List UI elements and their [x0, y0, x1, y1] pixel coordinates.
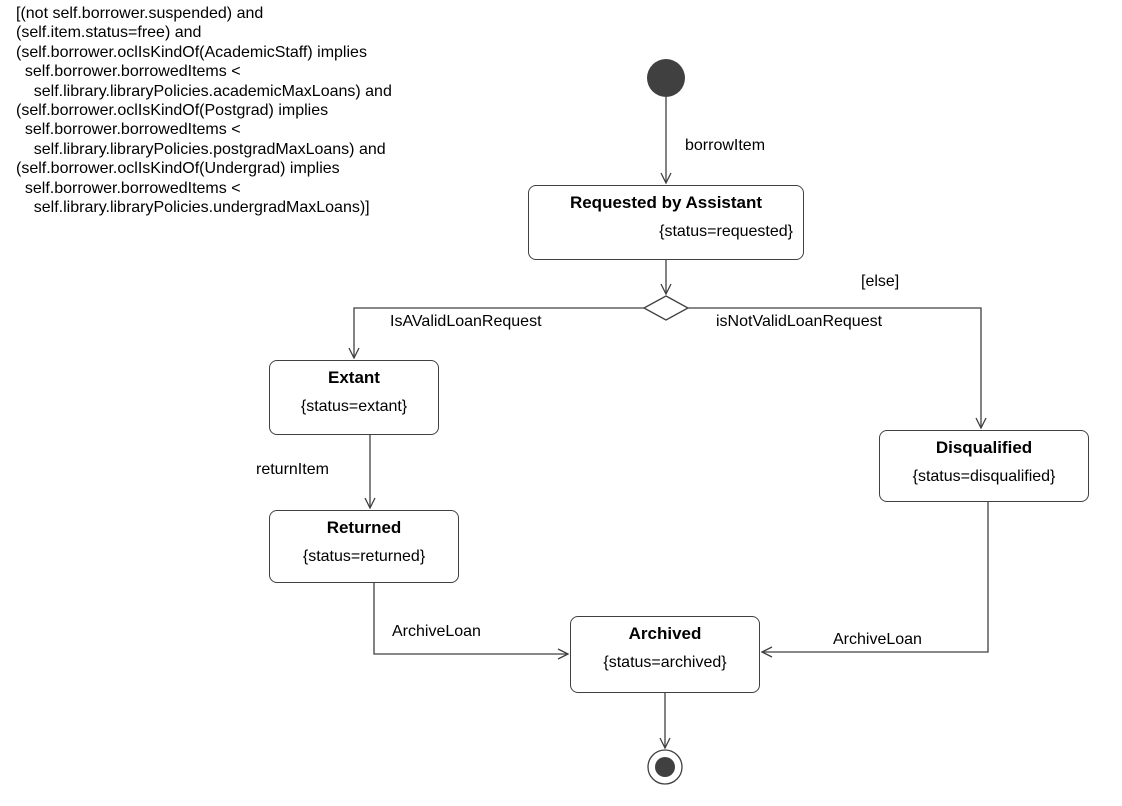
decision-node	[642, 295, 690, 321]
initial-node	[647, 59, 685, 97]
guard-line: (self.item.status=free) and	[16, 24, 202, 42]
guard-line: [(not self.borrower.suspended) and	[16, 5, 264, 22]
guard-line: (self.borrower.oclIsKindOf(Postgrad) imp…	[16, 102, 329, 120]
transition-label-valid-loan-request: IsAValidLoanRequest	[390, 313, 542, 330]
guard-line: self.borrower.borrowedItems <	[16, 121, 241, 139]
state-invariant: {status=requested}	[659, 223, 793, 240]
final-node-dot	[655, 757, 675, 777]
state-extant: Extant {status=extant}	[269, 360, 439, 435]
guard-line: self.library.libraryPolicies.academicMax…	[16, 82, 392, 100]
guard-line: self.library.libraryPolicies.undergradMa…	[16, 199, 370, 217]
transition-label-not-valid-loan-request: isNotValidLoanRequest	[716, 313, 883, 330]
guard-line: self.borrower.borrowedItems <	[16, 63, 241, 81]
state-invariant: {status=disqualified}	[912, 468, 1056, 485]
edge-disqualified-to-archived	[762, 502, 989, 652]
guard-line: (self.borrower.oclIsKindOf(AcademicStaff…	[16, 43, 367, 61]
guard-condition-text: [(not self.borrower.suspended) and (self…	[16, 4, 392, 217]
transition-label-archive-loan-disqualified: ArchiveLoan	[833, 631, 922, 648]
transition-label-archive-loan-returned: ArchiveLoan	[392, 623, 481, 640]
edge-decision-to-extant	[354, 307, 644, 358]
guard-line: self.borrower.borrowedItems <	[16, 179, 241, 197]
state-name: Archived	[628, 624, 702, 643]
state-returned: Returned {status=returned}	[269, 510, 459, 583]
state-archived: Archived {status=archived}	[570, 616, 760, 693]
state-name: Returned	[326, 518, 402, 537]
edge-decision-to-disqualified	[688, 307, 981, 428]
transition-label-return-item: returnItem	[256, 461, 329, 478]
state-invariant: {status=returned}	[302, 548, 426, 565]
transition-label-borrow-item: borrowItem	[685, 137, 766, 154]
state-disqualified: Disqualified {status=disqualified}	[879, 430, 1089, 502]
state-invariant: {status=archived}	[603, 654, 727, 671]
state-invariant: {status=extant}	[300, 398, 408, 415]
guard-line: (self.borrower.oclIsKindOf(Undergrad) im…	[16, 160, 340, 178]
state-requested-by-assistant: Requested by Assistant {status=requested…	[528, 185, 804, 260]
state-name: Requested by Assistant	[569, 193, 763, 212]
transition-guard-else: [else]	[861, 273, 900, 290]
state-name: Disqualified	[935, 438, 1033, 457]
guard-line: self.library.libraryPolicies.postgradMax…	[16, 140, 386, 158]
edge-returned-to-archived	[373, 583, 568, 654]
state-name: Extant	[328, 368, 380, 387]
